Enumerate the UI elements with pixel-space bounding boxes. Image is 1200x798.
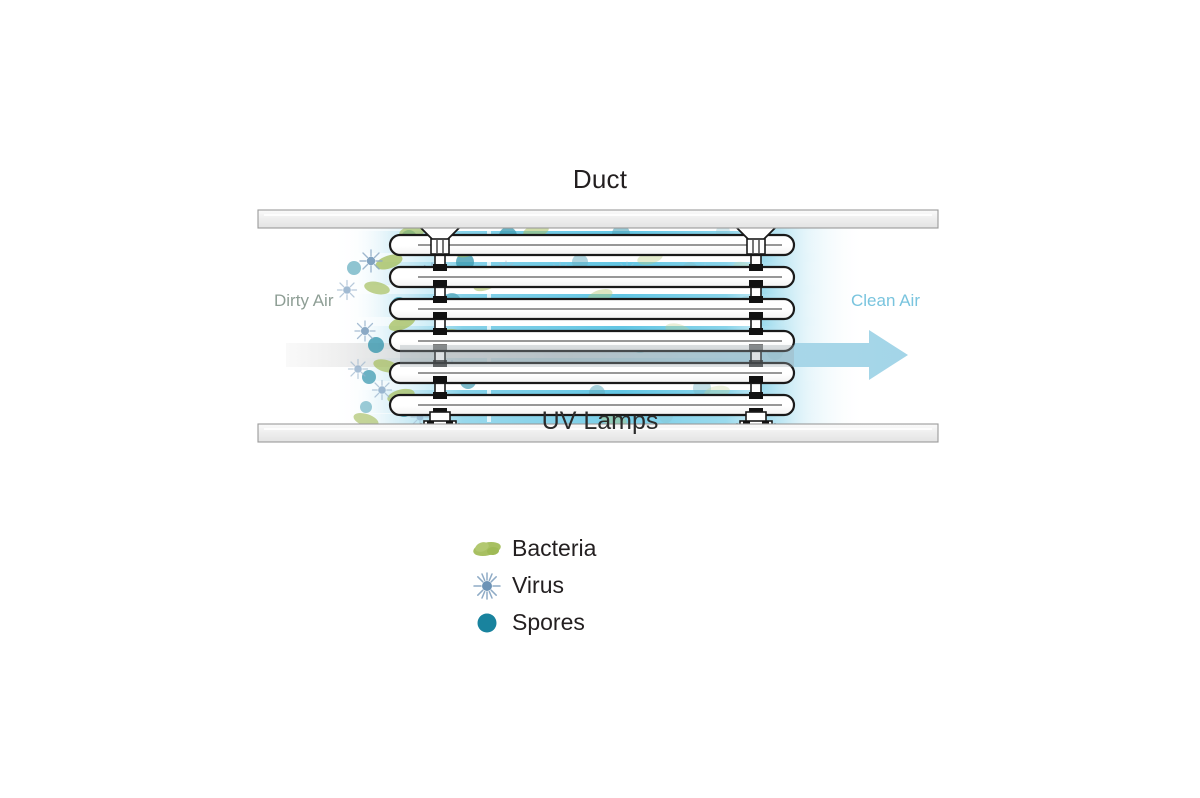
- lamp-tube-sheen: [418, 244, 782, 406]
- legend-label: Spores: [512, 609, 585, 635]
- legend-item-spores: Spores: [466, 604, 886, 641]
- spores-icon: [466, 608, 508, 638]
- uv-lamp-assembly: [388, 226, 796, 437]
- uv-lamps-label: UV Lamps: [541, 407, 659, 435]
- lamp-top-mount: [417, 226, 463, 255]
- virus-icon: [466, 571, 508, 601]
- legend-label: Bacteria: [512, 535, 597, 561]
- clean-air-label: Clean Air: [851, 291, 920, 310]
- airflow-arrow: [286, 330, 908, 380]
- airflow-arrow-overlay: [400, 345, 794, 367]
- page-title: Duct: [572, 164, 628, 194]
- duct-wall-top: [257, 209, 939, 229]
- duct-wall-bottom: [257, 423, 939, 443]
- legend-item-virus: Virus: [466, 567, 886, 604]
- bacteria-icon: [466, 534, 508, 564]
- uv-vertical-seam: [487, 230, 491, 422]
- legend: Bacteria: [466, 530, 886, 641]
- legend-item-bacteria: Bacteria: [466, 530, 886, 567]
- legend-label: Virus: [512, 572, 564, 598]
- dirty-air-label: Dirty Air: [274, 291, 334, 310]
